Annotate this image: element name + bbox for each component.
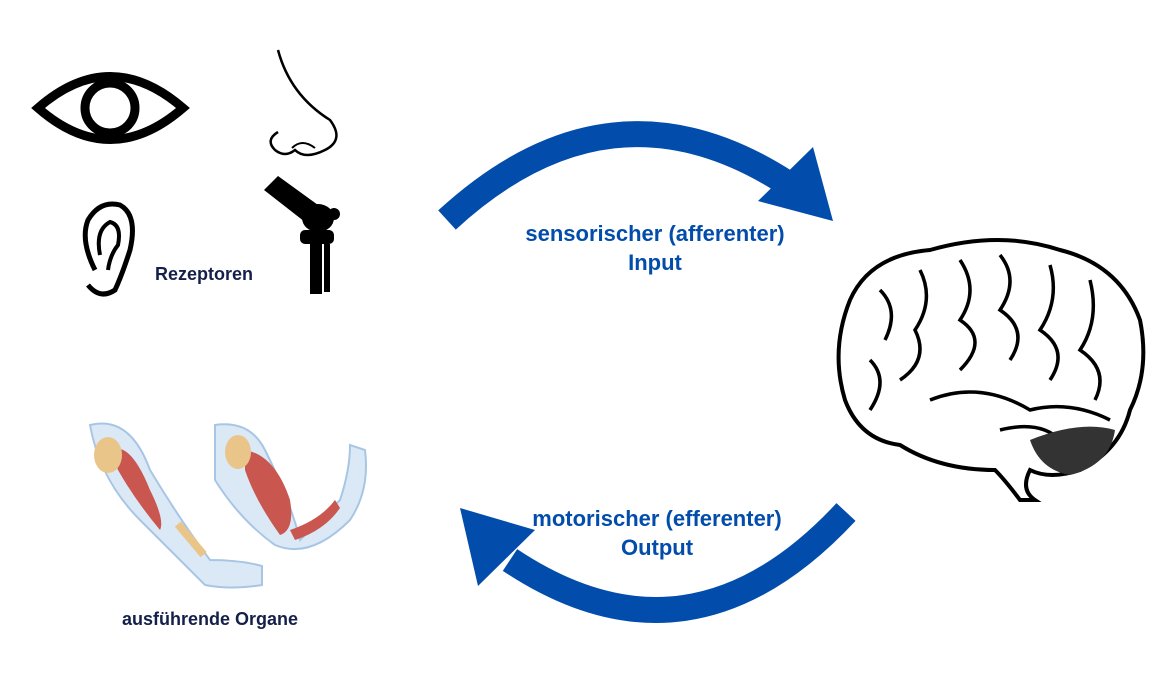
ear-icon	[82, 201, 135, 297]
input-label: sensorischer (afferenter) Input	[498, 219, 812, 277]
output-label-line1: motorischer (efferenter)	[532, 506, 782, 531]
output-label: motorischer (efferenter) Output	[500, 504, 814, 562]
brain-icon	[836, 238, 1146, 502]
knee-joint-icon	[264, 176, 340, 294]
input-arrow	[438, 121, 833, 230]
receptors-label: Rezeptoren	[155, 264, 254, 284]
output-label-line2: Output	[620, 535, 694, 560]
eye-icon	[31, 72, 190, 144]
input-label-line2: Input	[628, 250, 682, 275]
effectors-label: ausführende Organe	[122, 609, 299, 629]
input-label-line1: sensorischer (afferenter)	[525, 221, 785, 246]
nose-icon	[269, 49, 338, 157]
output-arrow	[460, 503, 856, 623]
arm-muscle-icon	[88, 422, 367, 589]
